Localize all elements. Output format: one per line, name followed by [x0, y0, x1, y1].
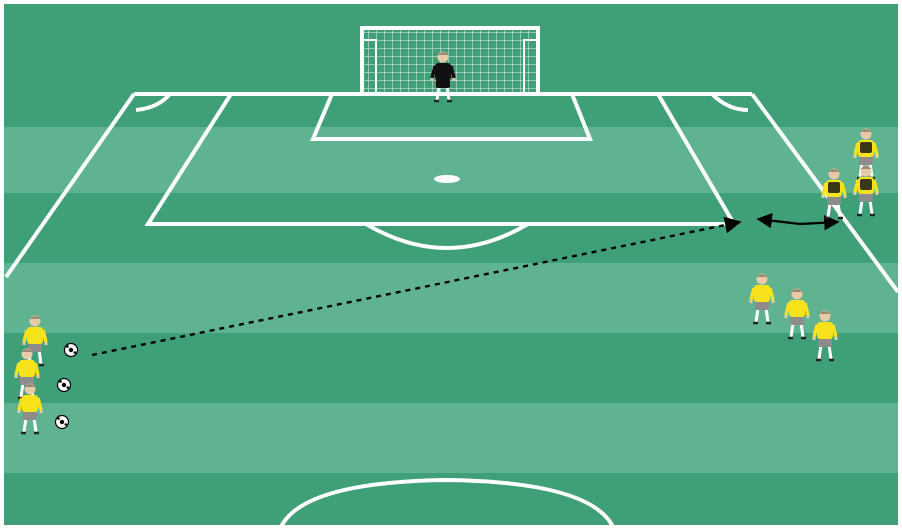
pitch-stripe — [0, 403, 902, 473]
penalty-spot — [434, 175, 460, 183]
ball-icon — [58, 379, 71, 392]
ball-icon — [56, 416, 69, 429]
pitch-stripe — [0, 127, 902, 193]
ball-icon — [65, 344, 78, 357]
